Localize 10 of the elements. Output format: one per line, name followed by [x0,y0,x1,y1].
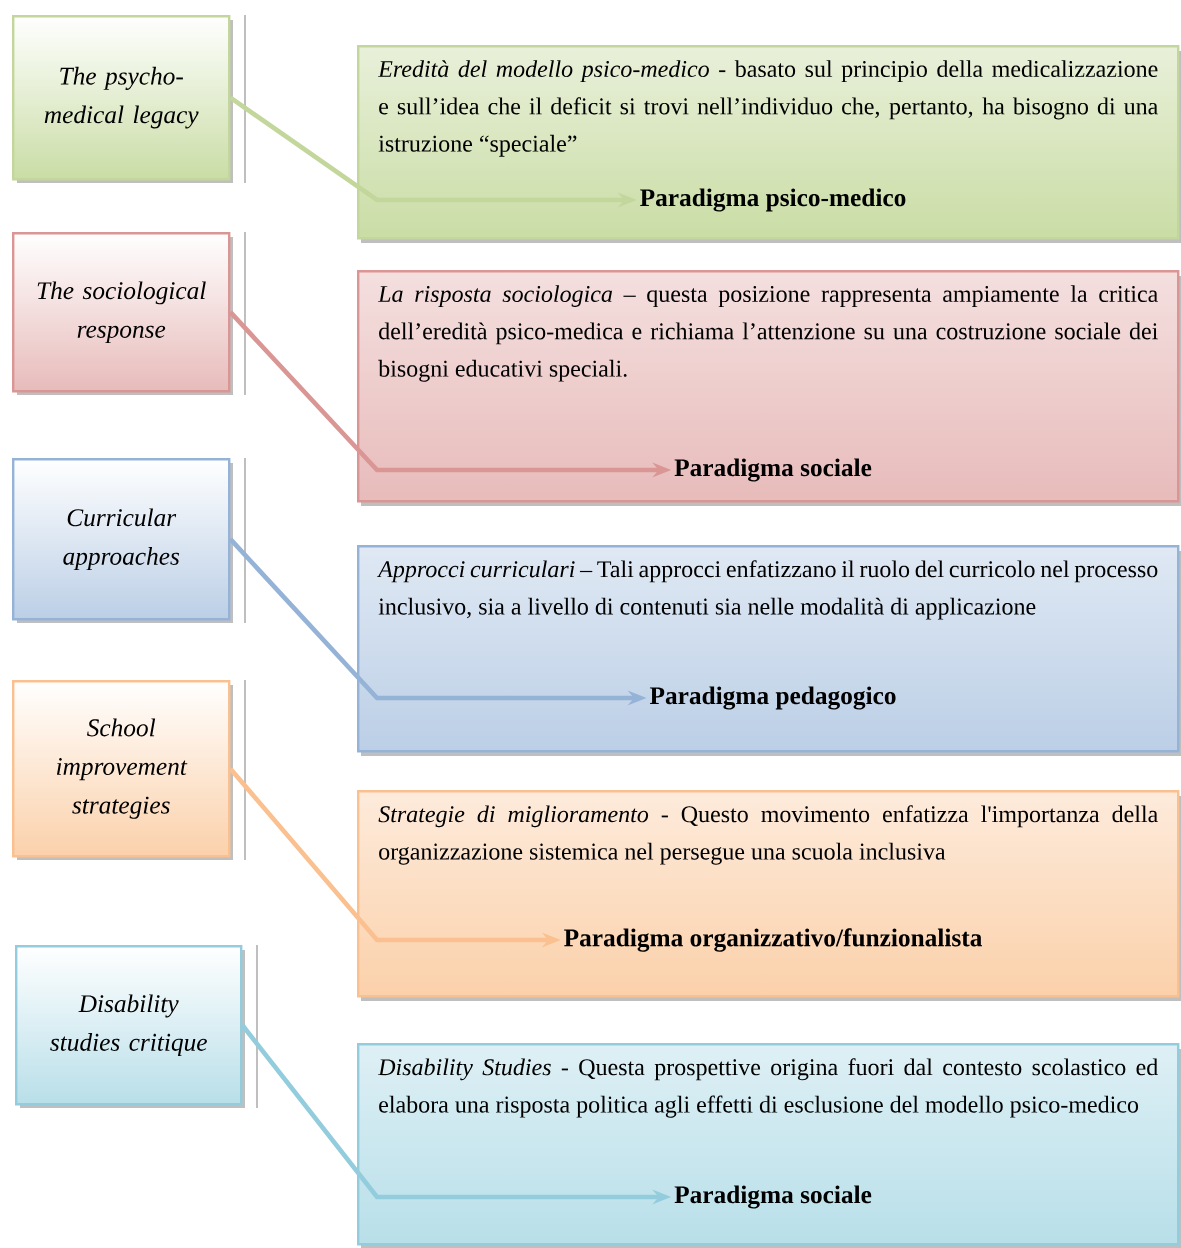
paradigm-label: Paradigma sociale [674,458,872,482]
label-box: The sociological response [12,231,246,396]
label-box: School improvement strategies [12,679,246,861]
paradigm-label: Paradigma organizzativo/funzionalista [564,928,982,952]
label-box: Curricular approaches [12,457,246,624]
paradigm-label: Paradigma pedagogico [649,686,896,710]
paradigm-label: Paradigma psico-medico [640,188,906,212]
label-box: Disability studies critique [15,944,258,1109]
label-box: The psycho-medical legacy [12,14,246,184]
paradigm-label: Paradigma sociale [674,1185,872,1209]
